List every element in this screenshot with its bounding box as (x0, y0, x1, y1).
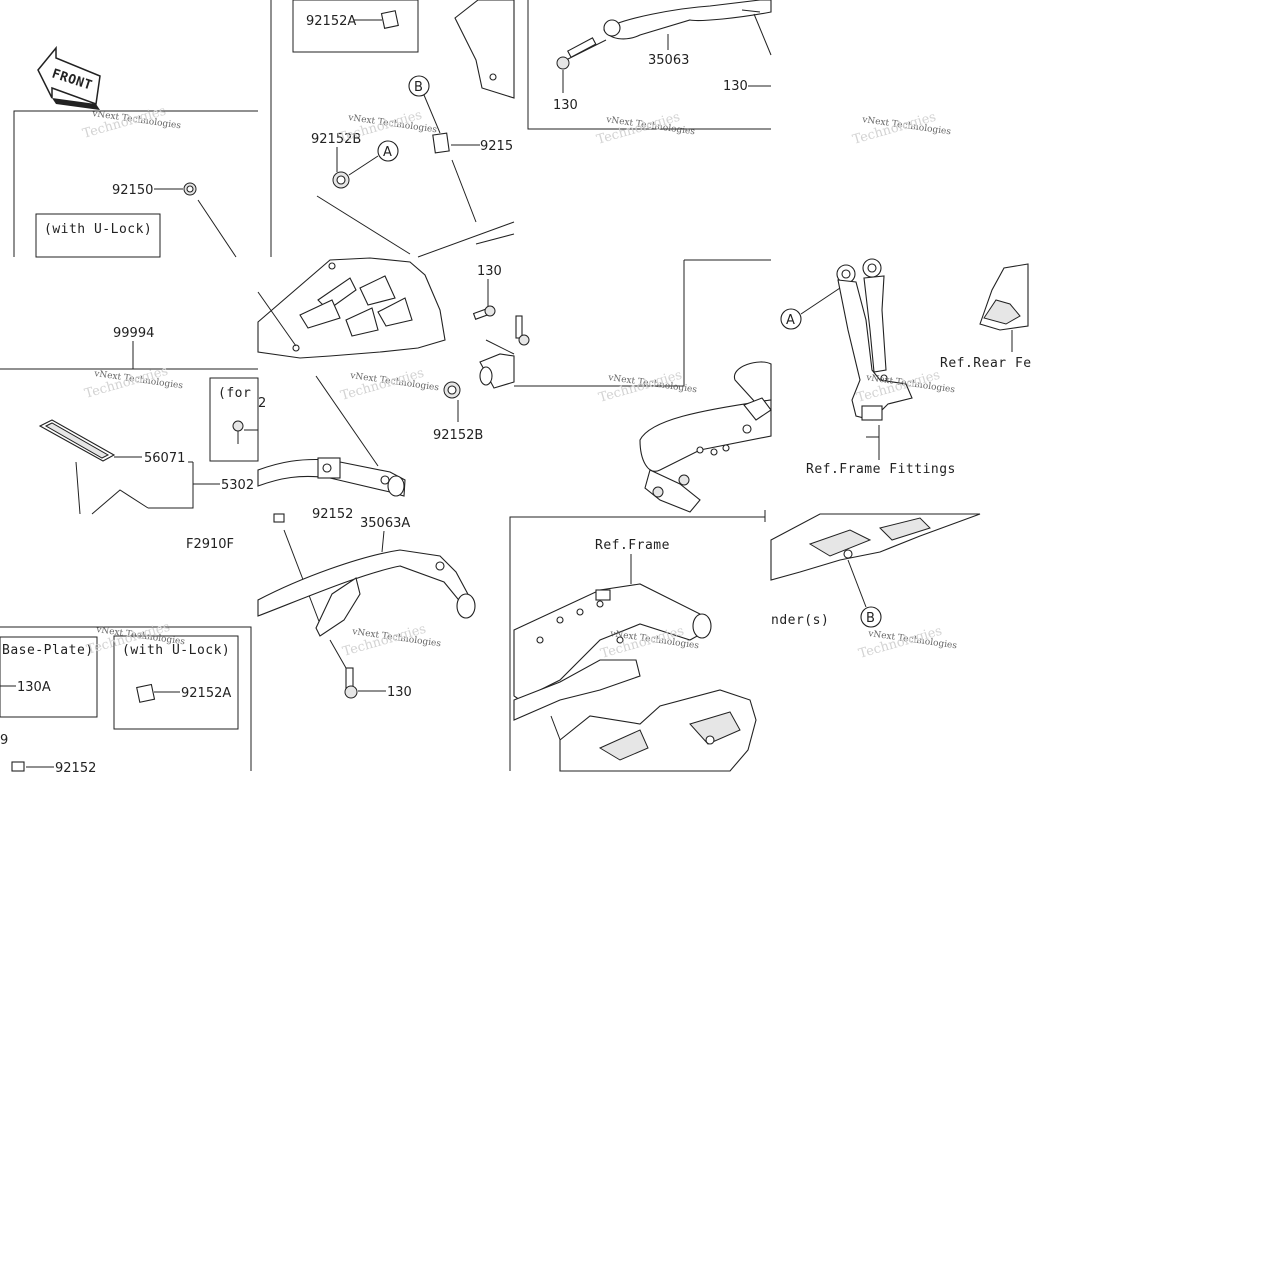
svg-text:A: A (383, 145, 392, 160)
small-bolt-icon (232, 420, 258, 444)
part-label-130-b: 130 (723, 79, 748, 94)
collar-9215: 9215 (432, 132, 513, 154)
part-label-35063A: 35063A (360, 516, 410, 531)
collar-92152B-bottom: 92152B (433, 381, 483, 443)
rear-grip-lower (257, 457, 406, 497)
rear-grip-35063A (257, 549, 476, 637)
bracket-frame-fitting (836, 258, 913, 421)
part-label-35063: 35063 (648, 53, 689, 68)
part-label-56071: 56071 (144, 451, 185, 466)
part-label-130-mid: 130 (477, 264, 502, 279)
callout-B-top: B (408, 75, 441, 134)
for-label: (for (218, 386, 251, 401)
bolt-130-a: 130 (553, 37, 607, 113)
rear-fender-lower (559, 689, 757, 772)
frame-section (639, 361, 772, 513)
callout-A-right: A (780, 287, 841, 330)
part-label-5302: 5302 (221, 478, 254, 493)
collar-92152A-top (380, 10, 399, 29)
part-label-92152B-bottom: 92152B (433, 428, 483, 443)
with-ulock-label-bottom: (with U-Lock) (122, 643, 230, 658)
bolt-130-low: 130 (344, 667, 412, 700)
bolt-vertical (515, 315, 530, 346)
watermarks: vNext Technologies Technologies vNext Te… (81, 104, 958, 662)
part-label-99994: 99994 (113, 326, 154, 341)
ref-rear-fe-label: Ref.Rear Fe (940, 356, 1032, 371)
rear-fender-right (770, 513, 981, 581)
collar-92152-bottom: 92152 (11, 761, 96, 776)
base-plate-label: Base-Plate) (2, 643, 94, 658)
svg-text:A: A (786, 313, 795, 328)
svg-text:B: B (414, 80, 423, 95)
sticker-56071: 56071 (38, 419, 185, 466)
ref-frame-label: Ref.Frame (595, 538, 670, 553)
frame-assembly (513, 583, 712, 721)
bolt-130-mid (472, 305, 496, 320)
part-label-92150: 92150 (112, 183, 153, 198)
part-label-130A: 130A (17, 680, 51, 695)
callout-B-bottom: B (860, 606, 882, 628)
rear-grip-35063 (603, 0, 772, 40)
spacer-block (479, 353, 515, 389)
part-label-2: 2 (258, 396, 266, 411)
rear-fender-part (979, 263, 1029, 352)
part-label-9: 9 (0, 733, 8, 748)
part-label-92152A-top: 92152A (306, 14, 356, 29)
with-ulock-label-top: (with U-Lock) (44, 222, 152, 237)
part-label-130-a: 130 (553, 98, 578, 113)
rack-plate (257, 257, 446, 359)
front-arrow-icon: FRONT (37, 45, 101, 110)
part-92150-bolt: 92150 (112, 182, 237, 258)
part-label-92152A-bottom: 92152A (181, 686, 231, 701)
part-label-130-low: 130 (387, 685, 412, 700)
figure-code: F2910F (186, 537, 234, 552)
part-label-92152-bottom: 92152 (55, 761, 96, 776)
svg-text:B: B (866, 611, 875, 626)
part-label-92152-cut: 92152 (312, 507, 353, 522)
callout-A-top: A (348, 140, 399, 176)
part-label-9215: 9215 (480, 139, 513, 154)
collar-92152A-bottom: 92152A (136, 683, 231, 703)
part-label-92152B-top: 92152B (311, 132, 361, 147)
nder-s-label: nder(s) (771, 613, 829, 628)
ref-frame-fittings-label: Ref.Frame Fittings (806, 462, 956, 477)
collar-92152B-top (332, 171, 350, 189)
